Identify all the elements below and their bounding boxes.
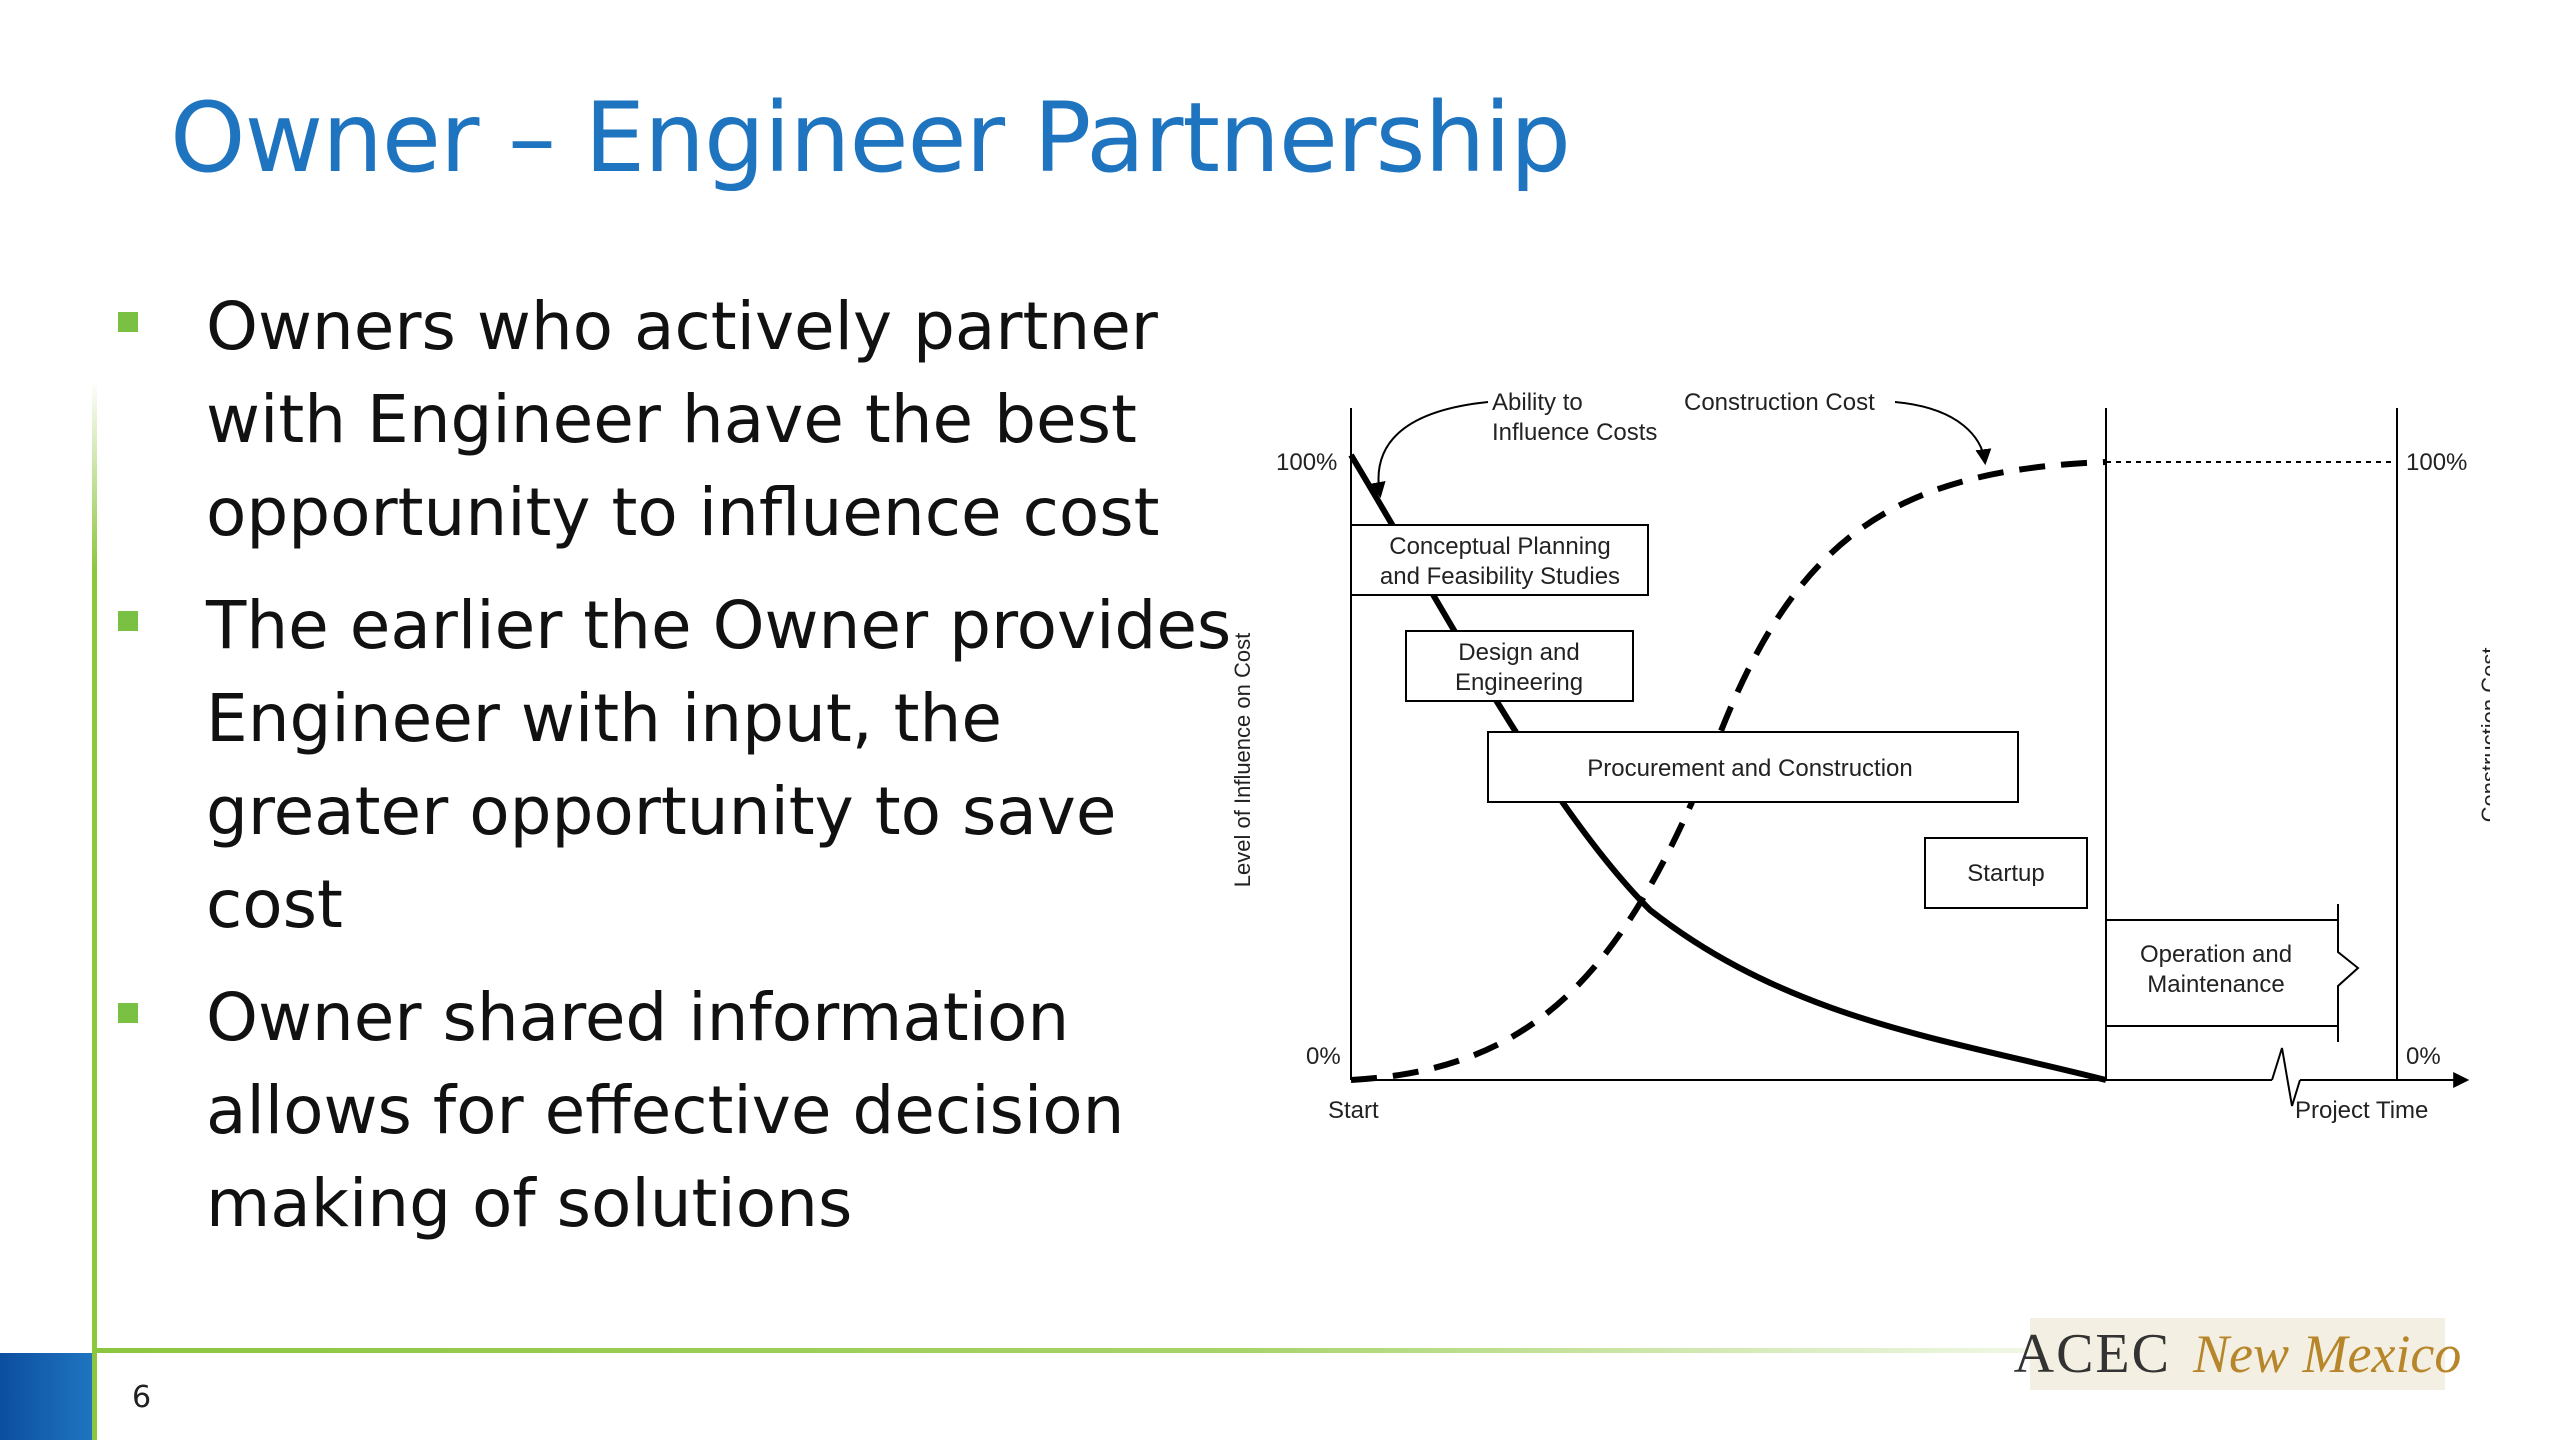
callout-influence-line2: Influence Costs: [1492, 419, 1657, 446]
phase-procurement-label: Procurement and Construction: [1587, 755, 1913, 782]
page-number: 6: [132, 1380, 152, 1415]
left-axis-label: Level of Influence on Cost: [1230, 633, 1255, 887]
bullet-text: The earlier the Owner provides Engineer …: [206, 587, 1232, 943]
bullet-text: Owners who actively partner with Enginee…: [206, 288, 1160, 551]
right-top-tick: 100%: [2406, 449, 2467, 476]
bullet-list: Owners who actively partner with Enginee…: [110, 280, 1240, 1270]
square-bullet-icon: [118, 312, 138, 332]
open-ended-break-icon: [2337, 920, 2360, 1026]
phase-design-engineering: Design and Engineering: [1405, 630, 1634, 702]
green-horizontal-rule: [92, 1348, 2192, 1353]
phase-startup-label: Startup: [1967, 860, 2044, 887]
construction-callout-arrow: [1894, 401, 1992, 466]
bullet-text: Owner shared information allows for effe…: [206, 979, 1125, 1242]
x-end-label: Project Time: [2295, 1097, 2428, 1124]
logo-region: New Mexico: [2192, 1324, 2462, 1384]
phase-conceptual-line1: Conceptual Planning: [1389, 533, 1611, 560]
phase-operation-line1: Operation and: [2140, 941, 2292, 968]
phase-startup: Startup: [1924, 837, 2088, 909]
green-vertical-rule: [92, 380, 97, 1440]
axis-break-icon: [2271, 1047, 2301, 1107]
logo-org: ACEC: [2013, 1323, 2171, 1385]
right-axis-label: Construction Cost: [2477, 648, 2490, 823]
slide-title: Owner – Engineer Partnership: [170, 82, 1571, 194]
acec-logo: ACEC New Mexico: [2014, 1318, 2461, 1390]
blue-corner-block: [0, 1353, 92, 1440]
callout-influence-line1: Ability to: [1492, 389, 1583, 416]
phase-conceptual-line2: and Feasibility Studies: [1380, 563, 1620, 590]
influence-curve: [1348, 453, 2107, 1083]
influence-callout-arrow: [1369, 401, 1489, 499]
cost-influence-diagram: 100% 0% 100% 0% Start Project Time Level…: [1230, 389, 2490, 1124]
x-start-label: Start: [1328, 1097, 1379, 1124]
phase-design-line1: Design and: [1458, 639, 1579, 666]
bullet-item: Owners who actively partner with Enginee…: [110, 280, 1240, 559]
square-bullet-icon: [118, 1003, 138, 1023]
phase-design-line2: Engineering: [1455, 669, 1583, 696]
right-bottom-tick: 0%: [2406, 1043, 2441, 1070]
phase-operation-maintenance: Operation and Maintenance: [2105, 904, 2360, 1042]
callout-construction: Construction Cost: [1684, 389, 1875, 416]
left-top-tick: 100%: [1276, 449, 1337, 476]
phase-conceptual-planning: Conceptual Planning and Feasibility Stud…: [1350, 524, 1649, 596]
left-bottom-tick: 0%: [1306, 1043, 1341, 1070]
square-bullet-icon: [118, 611, 138, 631]
bullet-item: Owner shared information allows for effe…: [110, 971, 1240, 1250]
bullet-item: The earlier the Owner provides Engineer …: [110, 579, 1240, 951]
phase-procurement-construction: Procurement and Construction: [1487, 731, 2019, 803]
phase-operation-line2: Maintenance: [2147, 971, 2284, 998]
